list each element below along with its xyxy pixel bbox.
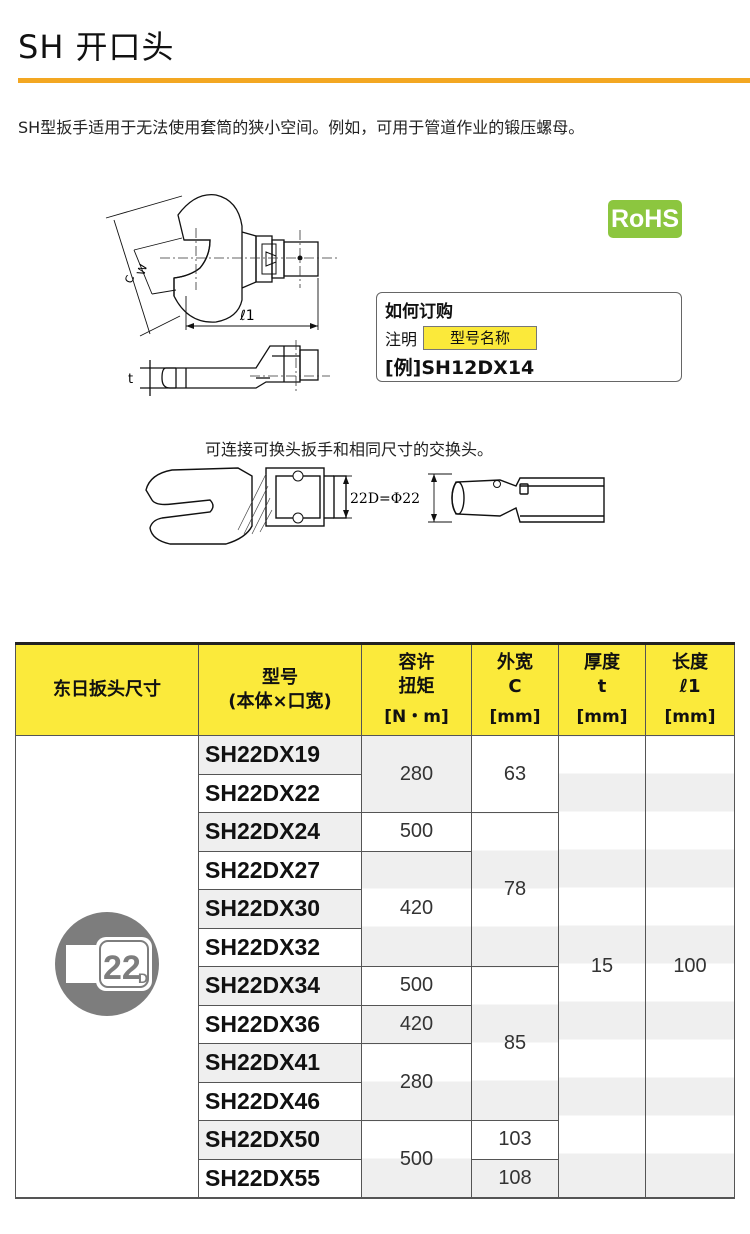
table-row: SH22DX46	[16, 1082, 735, 1121]
table-header-row: 东日扳头尺寸 型号 (本体×口宽) 容许 扭矩[N・m] 外宽 C[mm] 厚度…	[15, 643, 735, 736]
model-cell: SH22DX50	[198, 1120, 362, 1160]
table-row: SH22DX41 280	[16, 1043, 735, 1121]
torque-cell: 420	[361, 851, 472, 967]
technical-drawing: C W ℓ1 t	[105, 194, 605, 545]
width-cell: 108	[471, 1159, 559, 1199]
model-cell: SH22DX55	[198, 1159, 362, 1199]
dim-l1-label: ℓ1	[239, 308, 255, 324]
header-thickness: 厚度 t[mm]	[558, 643, 646, 736]
svg-text:22: 22	[103, 949, 141, 987]
header-model: 型号 (本体×口宽)	[198, 643, 362, 736]
width-cell: 85	[471, 966, 559, 1121]
thickness-cell: 15	[558, 735, 646, 1199]
width-cell: 103	[471, 1120, 559, 1160]
spanner-side-outline	[161, 345, 301, 389]
torque-cell: 500	[361, 1120, 472, 1199]
table-row: 22 D SH22DX19 280 63 15 100	[15, 735, 735, 1199]
model-cell: SH22DX36	[198, 1005, 362, 1044]
rohs-badge: RoHS	[608, 200, 682, 238]
width-cell: 63	[471, 735, 559, 813]
table-row: SH22DX55 108	[16, 1159, 735, 1199]
spec-table: 东日扳头尺寸 型号 (本体×口宽) 容许 扭矩[N・m] 外宽 C[mm] 厚度…	[15, 642, 735, 1199]
table-row: SH22DX32	[16, 928, 735, 967]
length-cell: 100	[645, 735, 735, 1199]
size-22d-icon: 22 D	[55, 912, 159, 1016]
model-cell: SH22DX32	[198, 928, 362, 967]
dim-t-label: t	[128, 372, 133, 387]
order-note-row: 注明 型号名称	[385, 326, 673, 350]
header-size: 东日扳头尺寸	[15, 643, 199, 736]
torque-cell: 500	[361, 812, 472, 852]
order-example: [例]SH12DX14	[385, 357, 535, 379]
model-cell: SH22DX46	[198, 1082, 362, 1121]
table-row: SH22DX36 420	[16, 1005, 735, 1044]
page-title: SH 开口头	[18, 28, 175, 66]
width-cell: 78	[471, 812, 559, 967]
model-cell: SH22DX22	[198, 774, 362, 813]
table-row: SH22DX30	[16, 889, 735, 929]
header-torque: 容许 扭矩[N・m]	[361, 643, 472, 736]
model-cell: SH22DX27	[198, 851, 362, 890]
dim-c-label: C	[122, 273, 137, 285]
header-length: 长度 ℓ1[mm]	[645, 643, 735, 736]
table-row: SH22DX34 500 85	[16, 966, 735, 1121]
dim-w-label: W	[134, 262, 150, 276]
product-description: SH型扳手适用于无法使用套筒的狭小空间。例如，可用于管道作业的锻压螺母。	[18, 118, 585, 137]
head-profile	[145, 467, 253, 545]
model-cell: SH22DX19	[198, 735, 362, 775]
title-underline	[18, 78, 750, 83]
order-title: 如何订购	[385, 302, 453, 322]
torque-cell: 420	[361, 1005, 472, 1044]
model-cell: SH22DX34	[198, 966, 362, 1006]
torque-cell: 500	[361, 966, 472, 1006]
size-icon-cell: 22 D	[15, 735, 199, 1199]
order-note-box: 型号名称	[423, 326, 538, 350]
table-row: SH22DX24 500 78	[16, 812, 735, 967]
table-row: SH22DX50 500 103	[16, 1120, 735, 1199]
table-row: SH22DX27 420	[16, 851, 735, 967]
drawing-caption: 可连接可换头扳手和相同尺寸的交换头。	[205, 440, 494, 459]
torque-cell: 280	[361, 735, 472, 813]
order-note-label: 注明	[385, 330, 418, 349]
svg-text:D: D	[138, 970, 148, 986]
model-cell: SH22DX41	[198, 1043, 362, 1083]
order-info-box: 如何订购 注明 型号名称 [例]SH12DX14	[376, 292, 682, 382]
torque-cell: 280	[361, 1043, 472, 1121]
model-cell: SH22DX30	[198, 889, 362, 929]
header-width: 外宽 C[mm]	[471, 643, 559, 736]
model-cell: SH22DX24	[198, 812, 362, 852]
dim-22d-label: 22D=Φ22	[350, 491, 420, 507]
table-row: SH22DX22	[16, 774, 735, 813]
